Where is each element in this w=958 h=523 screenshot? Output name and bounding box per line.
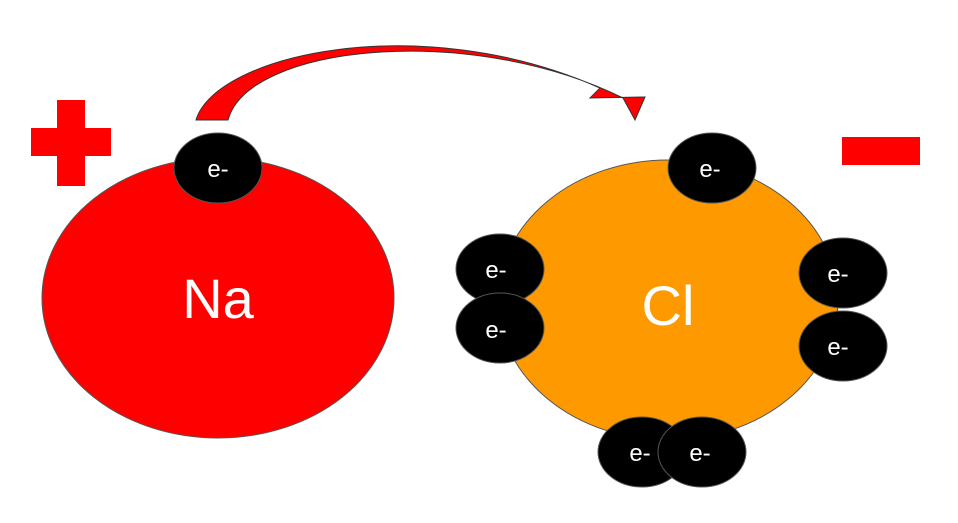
electron-label: e- xyxy=(485,317,506,344)
chlorine-electron: e- xyxy=(798,310,888,382)
electron-label: e- xyxy=(689,440,710,467)
sodium-electron: e- xyxy=(173,132,263,204)
plus-charge-icon xyxy=(31,100,111,186)
electron-label: e- xyxy=(827,334,848,361)
electron-label: e- xyxy=(207,156,228,183)
chlorine-electron: e- xyxy=(455,292,545,364)
electron-label: e- xyxy=(699,156,720,183)
chlorine-electron: e- xyxy=(657,416,747,488)
transfer-arrow xyxy=(195,45,646,122)
chlorine-electron: e- xyxy=(798,237,888,309)
sodium-label: Na xyxy=(182,267,254,330)
minus-charge-icon xyxy=(842,137,920,165)
electron-label: e- xyxy=(485,257,506,284)
electron-label: e- xyxy=(827,261,848,288)
electron-label: e- xyxy=(629,440,650,467)
chlorine-electron: e- xyxy=(455,233,545,305)
chlorine-label: Cl xyxy=(642,274,695,337)
chlorine-electron: e- xyxy=(667,132,757,204)
